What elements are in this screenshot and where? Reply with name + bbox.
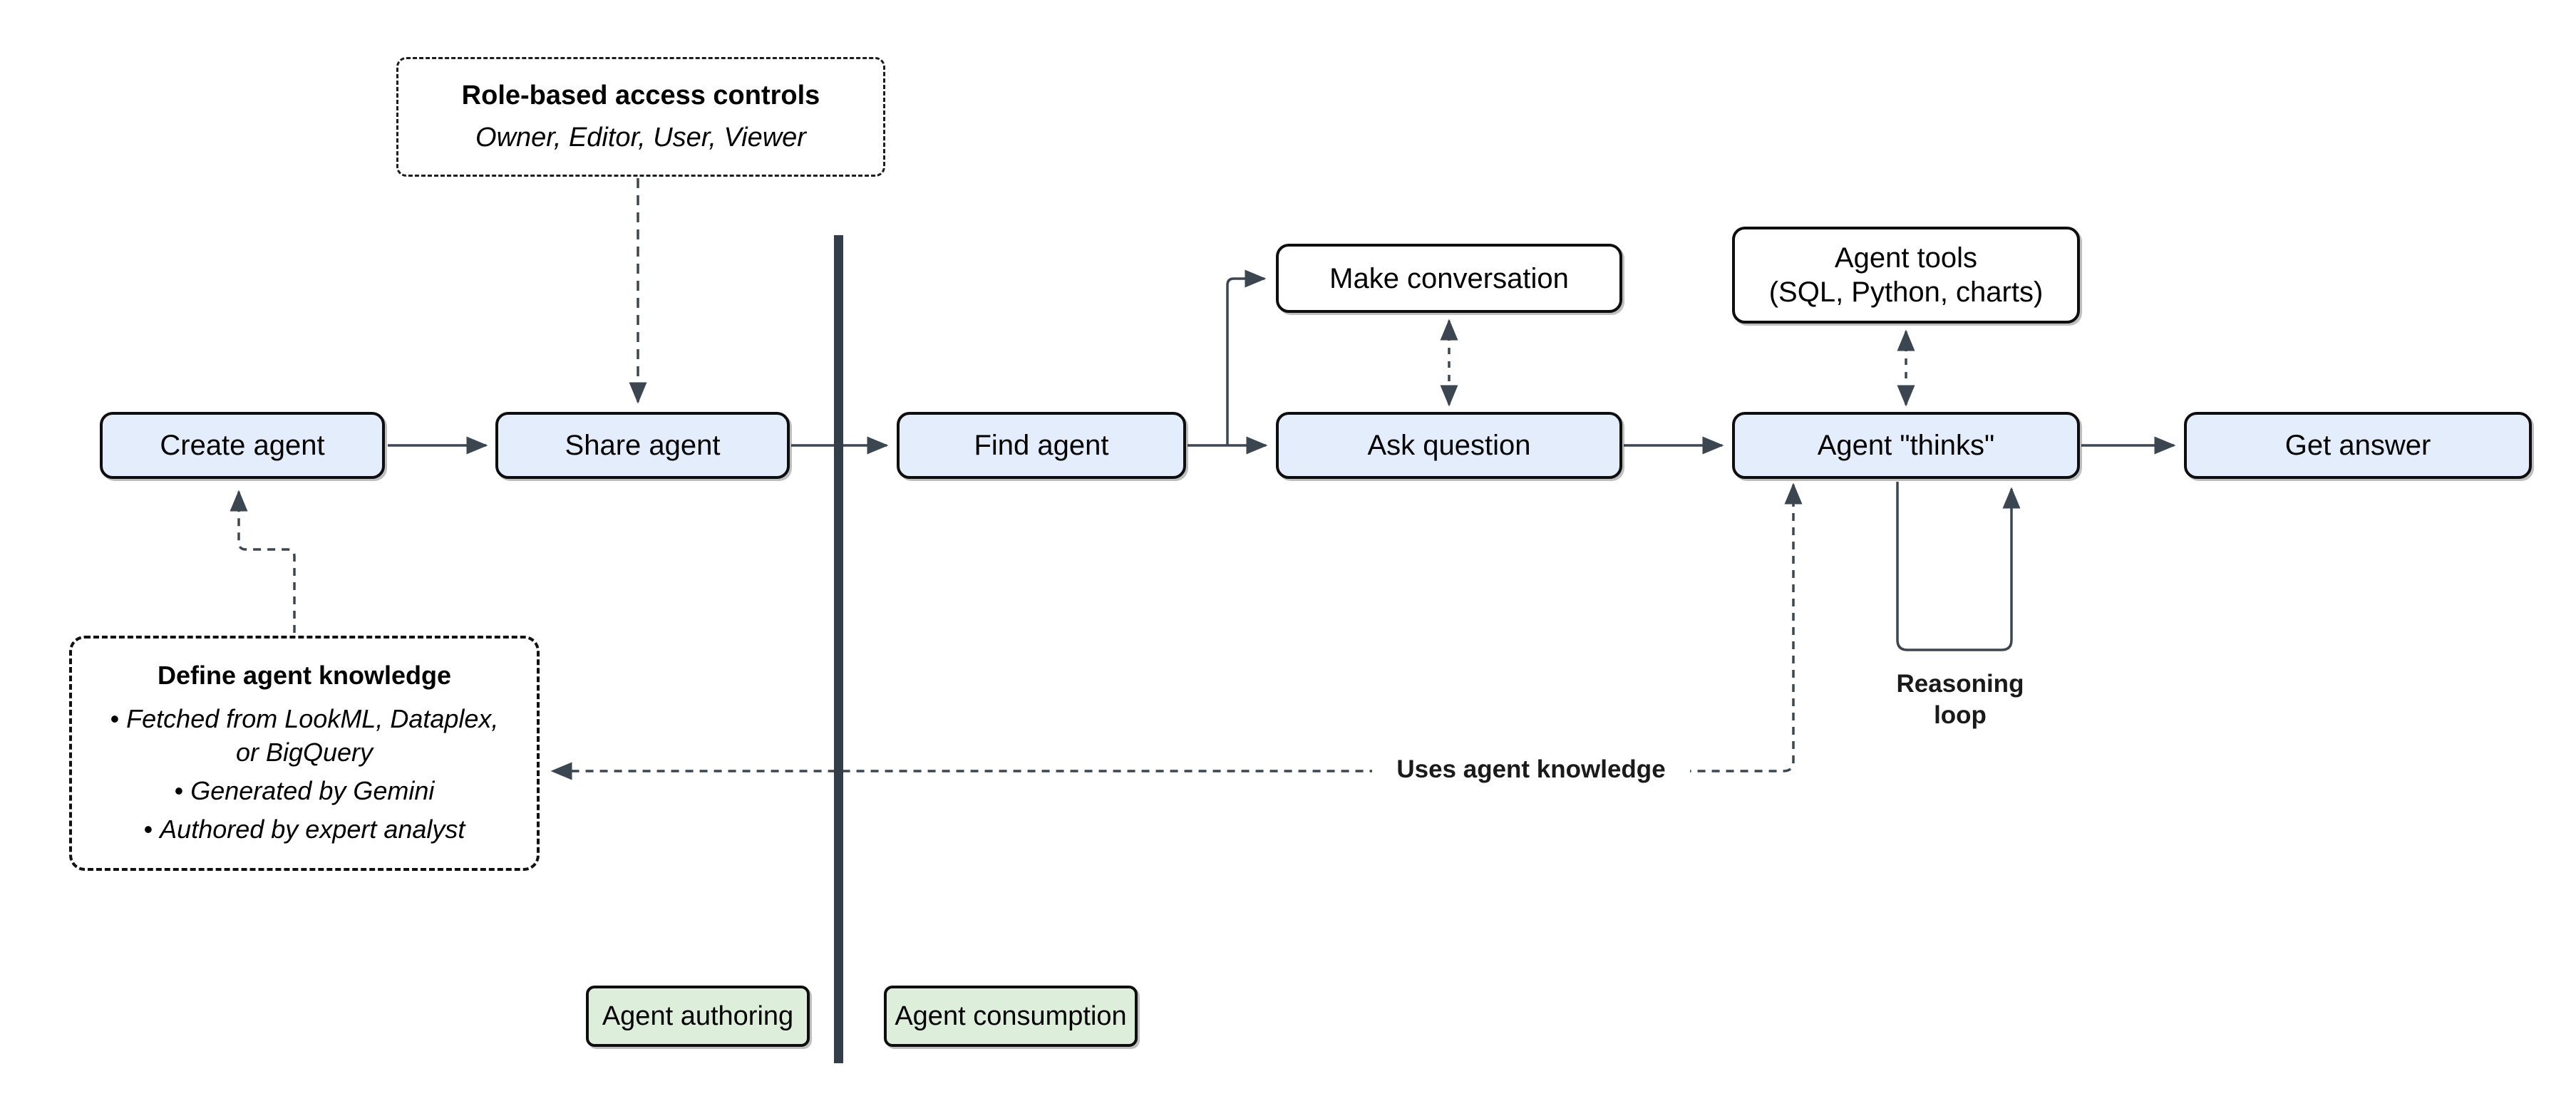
knowledge-note: Define agent knowledge Fetched from Look… <box>69 636 540 871</box>
divider-line <box>834 235 843 1063</box>
reasoning-loop-arrow <box>1896 482 2021 651</box>
node-agent-tools: Agent tools (SQL, Python, charts) <box>1732 227 2080 324</box>
reasoning-loop-label: Reasoning loop <box>1896 670 2024 729</box>
agent-tools-line1: Agent tools <box>1834 242 1978 274</box>
node-create-agent: Create agent <box>100 412 385 479</box>
rbac-note-title: Role-based access controls <box>461 81 820 110</box>
knowledge-bullet: Fetched from LookML, Dataplex, or BigQue… <box>98 702 511 770</box>
node-share-agent: Share agent <box>495 412 790 479</box>
arrow-knowledge-to-create <box>230 490 296 633</box>
agent-tools-line2: (SQL, Python, charts) <box>1768 276 2044 308</box>
arrow-find-to-make-conversation <box>1226 269 1267 445</box>
arrow-uses-agent-knowledge <box>550 482 1803 780</box>
rbac-note: Role-based access controls Owner, Editor… <box>396 57 885 177</box>
node-agent-thinks: Agent "thinks" <box>1732 412 2080 479</box>
knowledge-bullet: Generated by Gemini <box>175 774 434 808</box>
knowledge-note-title: Define agent knowledge <box>157 660 452 690</box>
rbac-note-roles: Owner, Editor, User, Viewer <box>475 123 806 153</box>
node-find-agent: Find agent <box>897 412 1186 479</box>
knowledge-bullet: Authored by expert analyst <box>144 812 465 847</box>
uses-agent-knowledge-label: Uses agent knowledge <box>1372 754 1690 785</box>
node-get-answer: Get answer <box>2184 412 2532 479</box>
zone-agent-consumption: Agent consumption <box>884 986 1138 1047</box>
zone-agent-authoring: Agent authoring <box>586 986 810 1047</box>
node-make-conversation: Make conversation <box>1276 244 1622 313</box>
node-ask-question: Ask question <box>1276 412 1622 479</box>
